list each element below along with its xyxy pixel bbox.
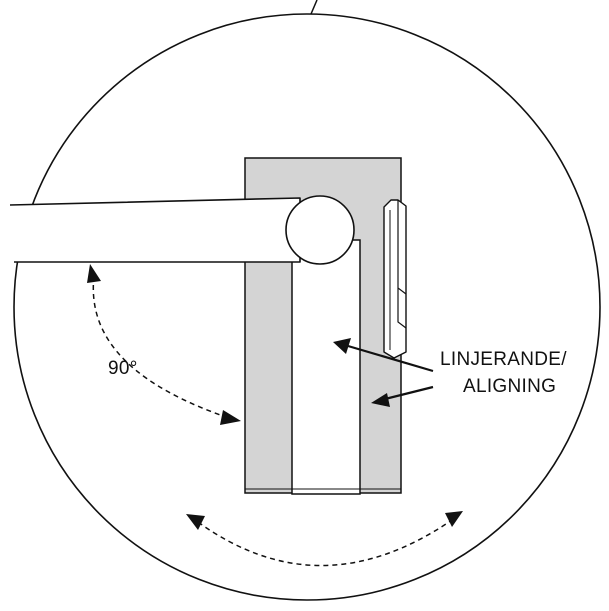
rotation-dashed-arc bbox=[197, 519, 453, 567]
align-arrowhead-lower bbox=[371, 393, 390, 407]
side-clip bbox=[383, 199, 407, 359]
align-arrow-lower bbox=[384, 385, 434, 401]
align-label-line1: LINJERANDE/ bbox=[440, 349, 567, 370]
pivot-knob bbox=[285, 195, 355, 265]
angle-arrowhead-right bbox=[220, 410, 241, 425]
horizontal-arm bbox=[9, 197, 301, 263]
inner-rail bbox=[291, 239, 361, 495]
angle-90-dashed-arc bbox=[92, 275, 227, 418]
side-clip-step bbox=[397, 200, 407, 329]
align-arrow-upper bbox=[347, 344, 434, 373]
detail-leader-line bbox=[310, 0, 318, 15]
angle-label: 90° bbox=[108, 358, 138, 379]
rotation-arrowhead-right bbox=[445, 511, 463, 527]
detail-circle bbox=[13, 13, 601, 601]
rotation-arrowhead-left bbox=[186, 514, 205, 530]
angle-arrowhead-top bbox=[87, 264, 101, 283]
align-arrowhead-upper bbox=[333, 338, 351, 354]
align-label-line2: ALIGNING bbox=[463, 376, 556, 397]
